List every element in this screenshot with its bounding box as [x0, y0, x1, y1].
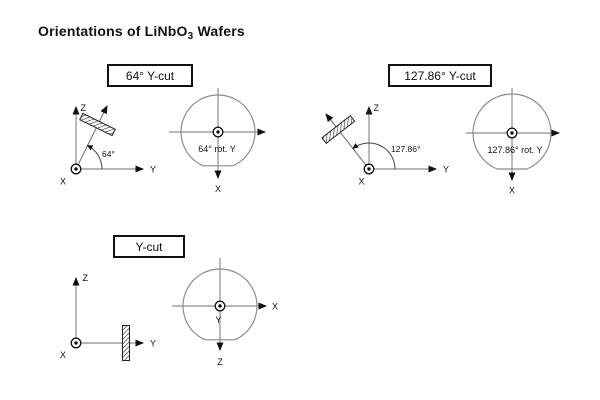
wafer-view-ycut: X Y Z — [172, 258, 278, 367]
y-axis-label: Y — [150, 339, 156, 349]
center-axis-label: Y — [215, 315, 221, 325]
angle-arc-127 — [352, 142, 396, 170]
wafer-view-64: 64° rot. Y X — [169, 88, 266, 194]
cut-normal-arrow-127 — [325, 113, 370, 170]
angle-value-label: 64° — [102, 149, 115, 159]
z-axis-label: Z — [83, 273, 89, 283]
x-axis-label: X — [60, 177, 66, 187]
wafer-cross-section-64 — [79, 112, 116, 137]
y-axis-label: Y — [150, 165, 156, 175]
z-axis-label: Z — [374, 103, 380, 113]
right-axis-label: X — [272, 302, 278, 312]
cut-label-text: 127.86° Y-cut — [404, 68, 476, 83]
z-axis-label: Z — [81, 103, 87, 113]
axes-diagram-127: Z Y 127.86° X — [321, 103, 449, 187]
bottom-axis-label: X — [509, 186, 515, 196]
angle-arc-64 — [86, 145, 103, 170]
rotation-label: 127.86° rot. Y — [488, 145, 543, 155]
bottom-axis-label: X — [215, 184, 221, 194]
wafer-center-icon — [506, 127, 518, 139]
bottom-axis-label: Z — [217, 357, 223, 367]
wafer-outline-with-flat — [472, 93, 552, 170]
title-text: Orientations of LiNbO — [38, 23, 188, 39]
page-title: Orientations of LiNbO3 Wafers — [38, 23, 245, 42]
axes-diagram-64: Z Y 64° X — [60, 103, 156, 187]
wafer-view-127: 127.86° rot. Y X — [466, 88, 560, 196]
axes-diagram-ycut: Z Y X — [60, 273, 156, 361]
cut-normal-arrow-64 — [75, 105, 108, 170]
angle-value-label: 127.86° — [391, 144, 420, 154]
wafer-cross-section-ycut — [122, 325, 130, 361]
wafer-center-icon — [214, 300, 226, 312]
cut-label-64-y-cut: 64° Y-cut — [107, 64, 193, 87]
cut-label-127-y-cut: 127.86° Y-cut — [388, 64, 492, 87]
y-axis-label: Y — [443, 165, 449, 175]
x-axis-out-of-page-icon — [363, 163, 375, 175]
cut-label-text: 64° Y-cut — [125, 68, 175, 83]
x-axis-label: X — [358, 177, 364, 187]
x-axis-out-of-page-icon — [70, 163, 82, 175]
x-axis-label: X — [60, 350, 66, 360]
wafer-cross-section-127 — [321, 114, 356, 145]
x-axis-out-of-page-icon — [70, 337, 82, 349]
title-suffix: Wafers — [193, 23, 245, 39]
rotation-label: 64° rot. Y — [198, 144, 235, 154]
title-subscript: 3 — [187, 31, 194, 42]
wafer-outline-with-flat — [180, 94, 256, 167]
cut-label-text: Y-cut — [135, 239, 163, 254]
wafer-center-icon — [212, 126, 224, 138]
wafer-outline-with-flat — [182, 268, 258, 341]
cut-label-y-cut: Y-cut — [113, 235, 185, 258]
